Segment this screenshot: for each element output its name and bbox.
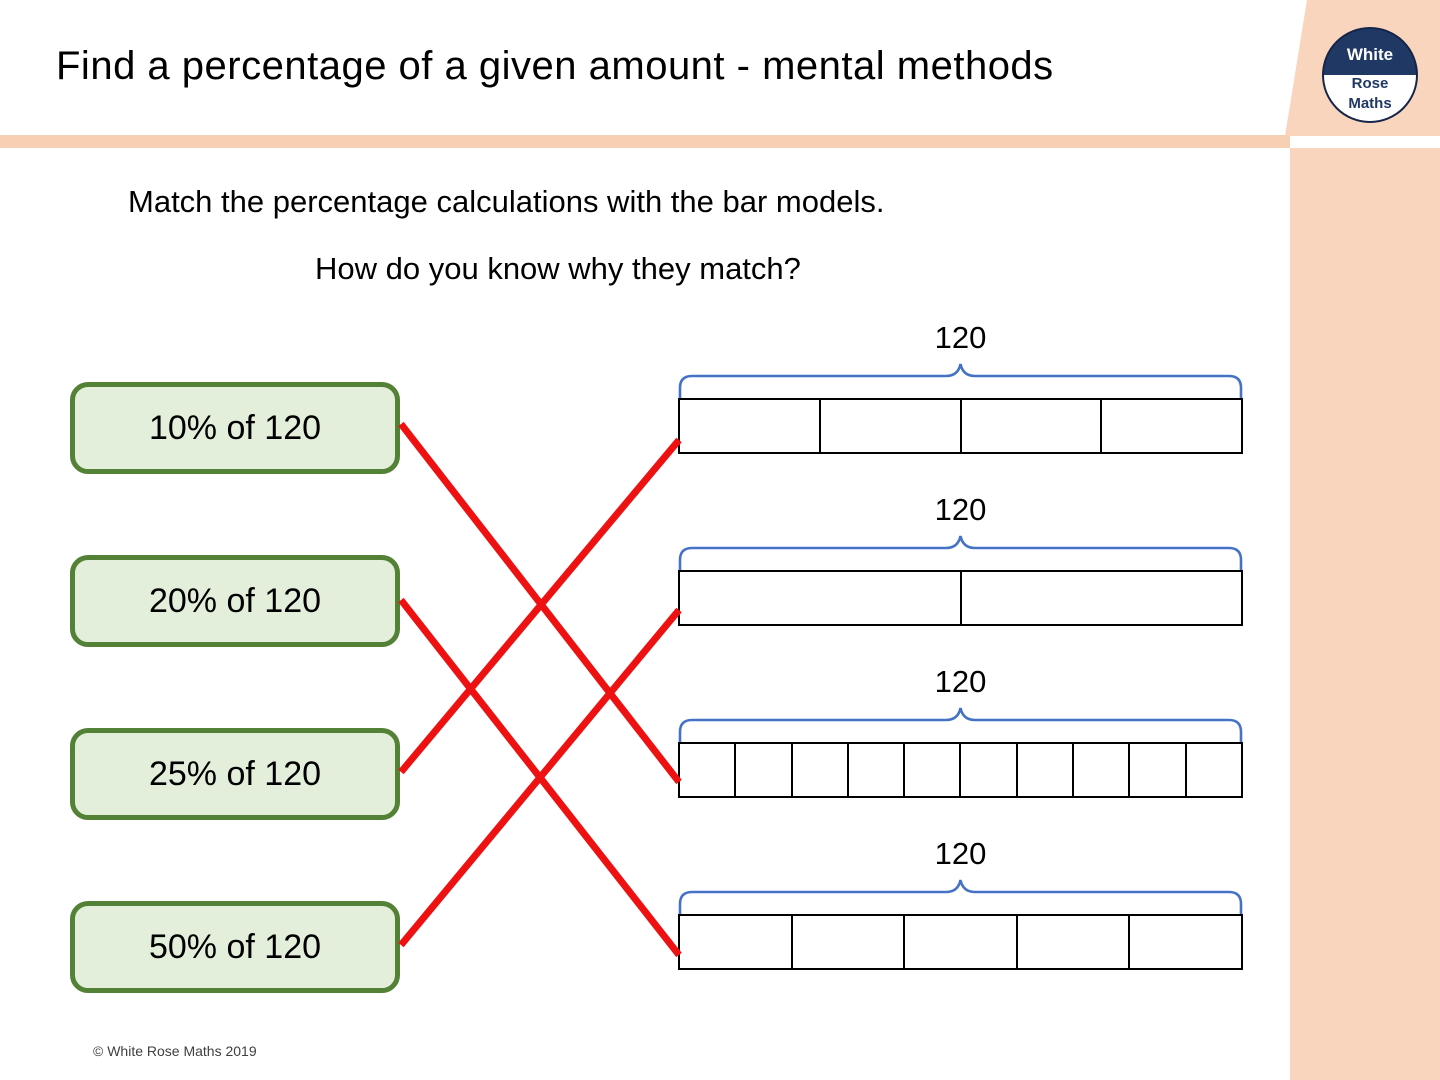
connector-25-percent-to-4-parts (398, 437, 682, 775)
calculation-label: 25% of 120 (148, 754, 322, 793)
brace-icon (678, 363, 1243, 400)
right-peach-band (1290, 148, 1440, 1080)
bar-row (678, 742, 1243, 798)
bar-row (678, 398, 1243, 454)
bar-cell (962, 400, 1103, 452)
bar-row (678, 914, 1243, 970)
bar-total-label: 120 (934, 836, 987, 871)
calculation-box-25-percent[interactable]: 25% of 120 (70, 728, 400, 820)
bar-model-10-parts[interactable]: 120 (678, 664, 1243, 798)
bar-cell (1018, 744, 1075, 796)
bar-cell (1130, 916, 1241, 968)
bar-model-2-parts[interactable]: 120 (678, 492, 1243, 626)
calculation-label: 20% of 120 (148, 581, 322, 620)
bar-cell (680, 400, 821, 452)
bar-total-label: 120 (934, 664, 987, 699)
logo-line-rose: Rose (1351, 75, 1389, 92)
brace-icon (678, 707, 1243, 744)
bar-cell (1018, 916, 1131, 968)
slide-header: Find a percentage of a given amount - me… (0, 0, 1440, 148)
bar-cell (680, 916, 793, 968)
bar-model-5-parts[interactable]: 120 (678, 836, 1243, 970)
bar-cell (793, 916, 906, 968)
instruction-line-2: How do you know why they match? (315, 251, 801, 286)
bar-cell (962, 572, 1242, 624)
calculation-label: 10% of 120 (148, 408, 322, 447)
white-rose-maths-logo: White Rose Maths (1322, 27, 1418, 123)
bar-cell (905, 744, 962, 796)
header-divider (0, 135, 1290, 148)
connector-50-percent-to-2-parts (398, 607, 682, 948)
bar-cell (905, 916, 1018, 968)
logo-line-maths: Maths (1348, 95, 1392, 112)
brace-icon (678, 879, 1243, 916)
calculation-box-20-percent[interactable]: 20% of 120 (70, 555, 400, 647)
connector-10-percent-to-10-parts (398, 421, 682, 785)
bar-cell (849, 744, 906, 796)
bar-cell (1130, 744, 1187, 796)
logo-line-white: White (1346, 45, 1394, 64)
calculation-label: 50% of 120 (148, 927, 322, 966)
footer-copyright: © White Rose Maths 2019 (93, 1043, 257, 1059)
bar-model-4-parts[interactable]: 120 (678, 320, 1243, 454)
bar-cell (793, 744, 849, 796)
bar-cell (1074, 744, 1131, 796)
bar-cell (1187, 744, 1241, 796)
bar-cell (680, 572, 962, 624)
calculation-box-50-percent[interactable]: 50% of 120 (70, 901, 400, 993)
connector-20-percent-to-5-parts (398, 597, 682, 958)
page-title: Find a percentage of a given amount - me… (56, 44, 1054, 88)
logo-bottom-half (1324, 75, 1416, 121)
bar-cell (736, 744, 793, 796)
bar-cell (961, 744, 1018, 796)
bar-cell (821, 400, 962, 452)
bar-total-label: 120 (934, 492, 987, 527)
instruction-line-1: Match the percentage calculations with t… (128, 184, 885, 219)
bar-total-label: 120 (934, 320, 987, 355)
calculation-box-10-percent[interactable]: 10% of 120 (70, 382, 400, 474)
bar-row (678, 570, 1243, 626)
brace-icon (678, 535, 1243, 572)
bar-cell (680, 744, 737, 796)
bar-cell (1102, 400, 1241, 452)
